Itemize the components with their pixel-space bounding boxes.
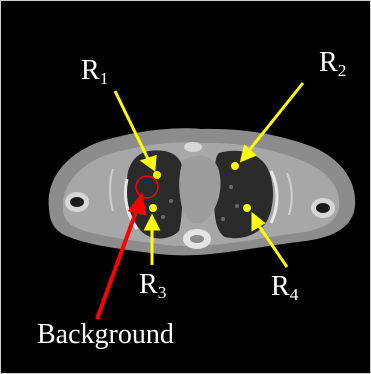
roi-r1 xyxy=(153,171,161,179)
roi-r2 xyxy=(231,162,239,170)
label-r3: R3 xyxy=(139,271,166,301)
roi-r4 xyxy=(243,204,251,212)
sternum xyxy=(184,142,202,152)
label-r4: R4 xyxy=(271,273,298,303)
label-background: Background xyxy=(37,321,174,349)
right-lung xyxy=(214,151,273,238)
label-r1: R1 xyxy=(81,57,108,87)
roi-r3 xyxy=(149,204,157,212)
label-r2: R2 xyxy=(319,49,346,79)
